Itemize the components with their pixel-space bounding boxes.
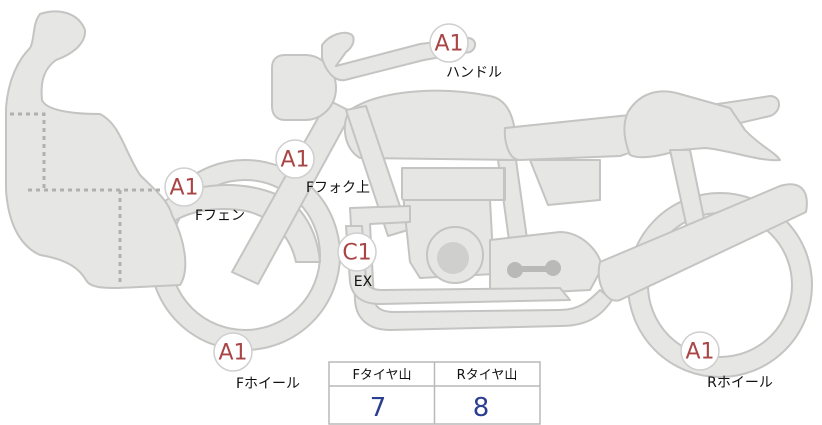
front-tire-value: 7: [370, 393, 387, 423]
exhaust-pipe-shape-2: [345, 225, 571, 305]
handlebar-grade-badge: [429, 23, 469, 63]
side-cover-shape: [529, 159, 601, 206]
exhaust-pipe-shape: [349, 205, 613, 331]
front-fork-upper-grade: A1: [280, 148, 309, 173]
exhaust-grade: C1: [342, 241, 371, 266]
front-fender-grade: A1: [169, 176, 198, 201]
exhaust-grade-badge: [337, 232, 377, 272]
rear-wheel-grade-badge: [680, 331, 720, 371]
engine-cover-dot: [437, 242, 469, 274]
exhaust-label: EX: [354, 274, 373, 290]
fairing-shape: [5, 10, 187, 289]
tail-cowl-shape: [623, 90, 781, 162]
handlebar-grade: A1: [434, 32, 463, 57]
front-fender-label: Fフェン: [195, 208, 245, 224]
front-wheel-label: Fホイール: [236, 376, 300, 392]
rear-wheel-grade: A1: [685, 340, 714, 365]
front-fork-upper-label: Fフォク上: [306, 180, 370, 196]
rear-tire-value: 8: [473, 393, 490, 423]
front-fender-grade-badge: [164, 167, 204, 207]
rear-wheel-label: Rホイール: [707, 375, 773, 391]
front-tire-header: Fタイヤ山: [352, 368, 411, 383]
muffler-shape: [597, 183, 808, 302]
fuel-tank-shape: [343, 89, 519, 161]
cylinder-head-shape: [401, 167, 505, 201]
tire-tread-table: Fタイヤ山 Rタイヤ山 7 8: [328, 361, 541, 425]
gearbox-shape: [489, 231, 603, 296]
front-fork-upper-grade-badge: [275, 139, 315, 179]
handlebar-label: ハンドル: [446, 65, 502, 81]
rear-tire-header: Rタイヤ山: [457, 368, 518, 383]
front-wheel-grade-badge: [213, 332, 253, 372]
front-wheel-grade: A1: [218, 341, 247, 366]
